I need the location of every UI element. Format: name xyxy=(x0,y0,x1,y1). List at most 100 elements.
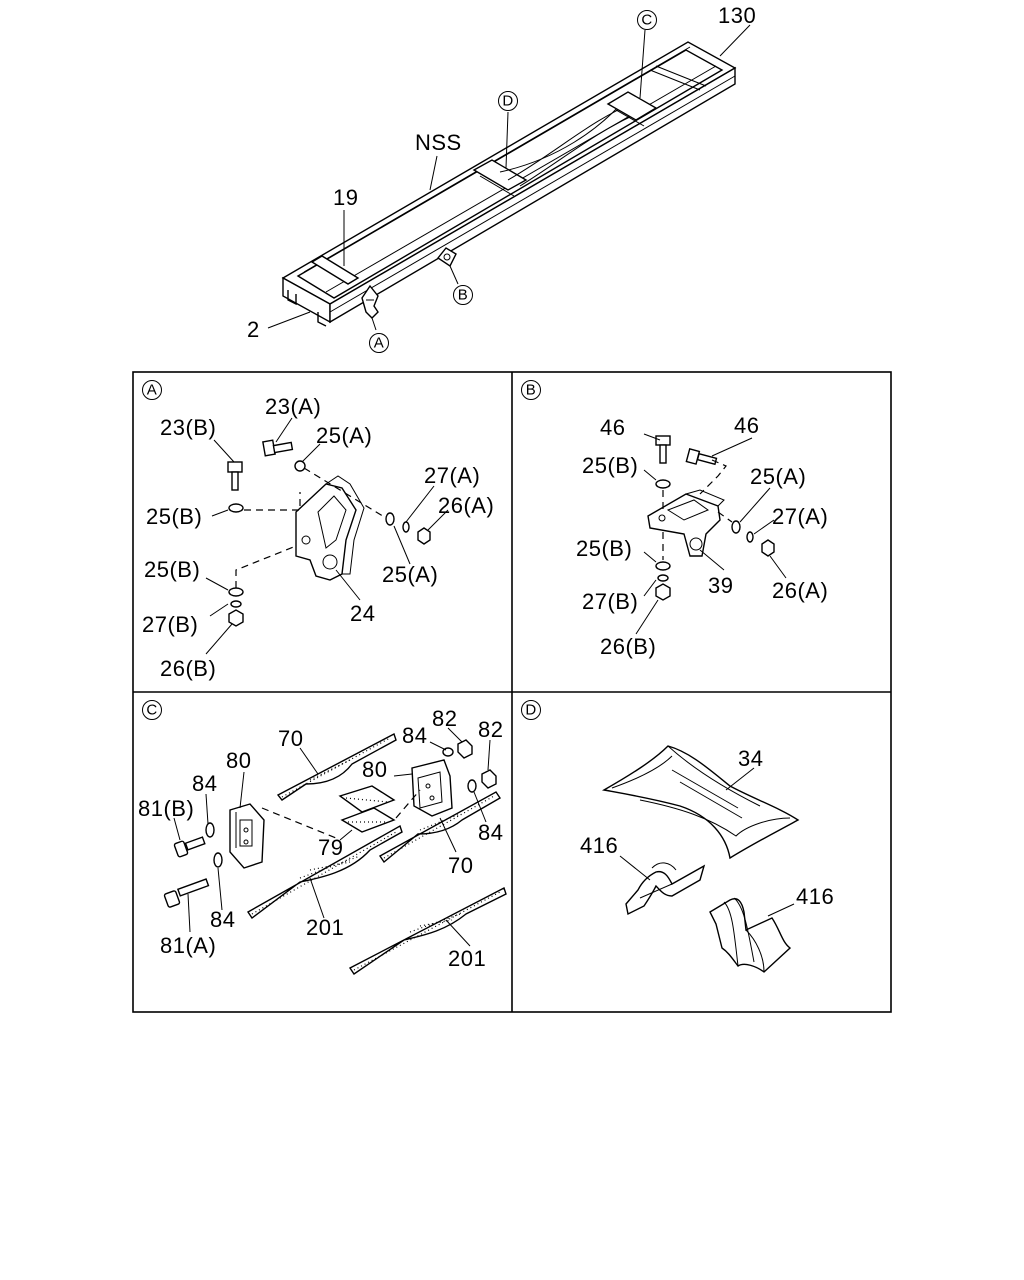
bracket-b xyxy=(436,247,457,268)
label-27a-b: 27(A) xyxy=(772,504,828,529)
label-25b-bottom: 25(B) xyxy=(144,557,200,582)
nut-82-left xyxy=(457,739,473,759)
label-84-top: 84 xyxy=(402,723,427,748)
lockwasher-27b xyxy=(230,600,242,608)
panel-a-letter: A xyxy=(142,380,162,400)
label-82-left: 82 xyxy=(432,706,457,731)
label-201-top: 201 xyxy=(306,915,344,940)
label-46-left: 46 xyxy=(600,415,625,440)
panel-b-letter: B xyxy=(521,380,541,400)
hanger-bracket-24 xyxy=(295,475,365,581)
callout-19: 19 xyxy=(333,185,358,210)
gusset-bracket-80-left xyxy=(229,803,265,869)
label-79: 79 xyxy=(318,835,343,860)
overview-ref-c: C xyxy=(637,10,657,30)
svg-text:C: C xyxy=(146,702,157,719)
label-25b-bottom-b: 25(B) xyxy=(576,536,632,561)
label-80-mid: 80 xyxy=(362,757,387,782)
crossmember-19 xyxy=(310,255,360,285)
crossmember-d xyxy=(472,159,528,191)
svg-text:B: B xyxy=(526,382,537,399)
bolt-46-horizontal xyxy=(685,448,718,466)
panel-d-letter: D xyxy=(521,700,541,720)
label-23a: 23(A) xyxy=(265,394,321,419)
label-26a: 26(A) xyxy=(438,493,494,518)
svg-text:A: A xyxy=(147,382,158,399)
washer-25a-top xyxy=(294,460,306,472)
bracket-416-left xyxy=(625,862,706,916)
nut-26a xyxy=(417,527,431,545)
label-26b: 26(B) xyxy=(160,656,216,681)
crossmember-79 xyxy=(338,785,396,833)
lockwasher-27b-b xyxy=(657,574,669,582)
panel-a-spring-hanger: A xyxy=(142,380,494,681)
washer-84-left xyxy=(205,822,215,838)
crossmember-34 xyxy=(601,745,800,860)
label-82-right: 82 xyxy=(478,717,503,742)
panel-c-letter: C xyxy=(142,700,162,720)
label-84-right: 84 xyxy=(478,820,503,845)
label-416-left: 416 xyxy=(580,833,618,858)
label-81b: 81(B) xyxy=(138,796,194,821)
svg-text:C: C xyxy=(641,12,652,29)
label-27b-b: 27(B) xyxy=(582,589,638,614)
bolt-81a xyxy=(163,878,210,908)
svg-text:B: B xyxy=(458,287,469,304)
label-80-top: 80 xyxy=(226,748,251,773)
label-25a-bottom: 25(A) xyxy=(382,562,438,587)
callout-nss: NSS xyxy=(415,130,462,155)
nut-82-right xyxy=(481,769,497,789)
overview-ref-d: D xyxy=(498,91,518,111)
label-26b-b: 26(B) xyxy=(600,634,656,659)
reinforcement-plate-70-top xyxy=(276,732,397,801)
label-84-left: 84 xyxy=(192,771,217,796)
chassis-frame-overview: 130 NSS 19 2 C D B A xyxy=(247,3,756,353)
washer-25b-top xyxy=(228,503,244,513)
bracket-39 xyxy=(647,489,725,557)
lockwasher-27a xyxy=(402,521,410,533)
label-416-right: 416 xyxy=(796,884,834,909)
lockwasher-27a-b xyxy=(746,531,754,543)
nut-26b-b xyxy=(655,583,671,601)
bolt-81b xyxy=(173,836,206,858)
label-27b: 27(B) xyxy=(142,612,198,637)
overview-ref-a: A xyxy=(369,333,389,353)
svg-text:D: D xyxy=(502,93,513,110)
washer-25b-bottom-b xyxy=(655,561,671,571)
label-23b: 23(B) xyxy=(160,415,216,440)
label-46-right: 46 xyxy=(734,413,759,438)
nut-26b xyxy=(228,609,244,627)
gusset-bracket-80-right xyxy=(411,759,453,817)
label-25a-b: 25(A) xyxy=(750,464,806,489)
label-70-bottom: 70 xyxy=(448,853,473,878)
label-70-top: 70 xyxy=(278,726,303,751)
crossmember-c xyxy=(606,91,658,121)
svg-text:D: D xyxy=(525,702,536,719)
washer-25b-bottom xyxy=(228,587,244,597)
bolt-23b xyxy=(227,461,243,491)
label-26a-b: 26(A) xyxy=(772,578,828,603)
bracket-416-right xyxy=(709,897,792,973)
spring-hanger-a xyxy=(361,284,379,319)
label-25a-top: 25(A) xyxy=(316,423,372,448)
panel-d-crossmember: D 34 416 416 xyxy=(521,700,834,973)
label-34: 34 xyxy=(738,746,763,771)
label-25b-top: 25(B) xyxy=(146,504,202,529)
panel-c-crossmember-gusset: C xyxy=(138,700,507,975)
washer-84-right xyxy=(467,779,477,793)
panel-b-bracket: B xyxy=(521,380,828,659)
label-39: 39 xyxy=(708,573,733,598)
callout-2: 2 xyxy=(247,317,260,342)
label-25b-top-b: 25(B) xyxy=(582,453,638,478)
svg-text:A: A xyxy=(374,335,385,352)
washer-25a-b xyxy=(731,520,741,534)
washer-25b-top-b xyxy=(655,479,671,489)
washer-25a-bottom xyxy=(385,512,395,526)
bolt-23a xyxy=(262,439,294,457)
washer-84-bottom xyxy=(213,852,223,868)
label-84-bottom: 84 xyxy=(210,907,235,932)
detail-panel-grid xyxy=(132,371,892,1013)
label-81a: 81(A) xyxy=(160,933,216,958)
overview-ref-b: B xyxy=(453,285,473,305)
